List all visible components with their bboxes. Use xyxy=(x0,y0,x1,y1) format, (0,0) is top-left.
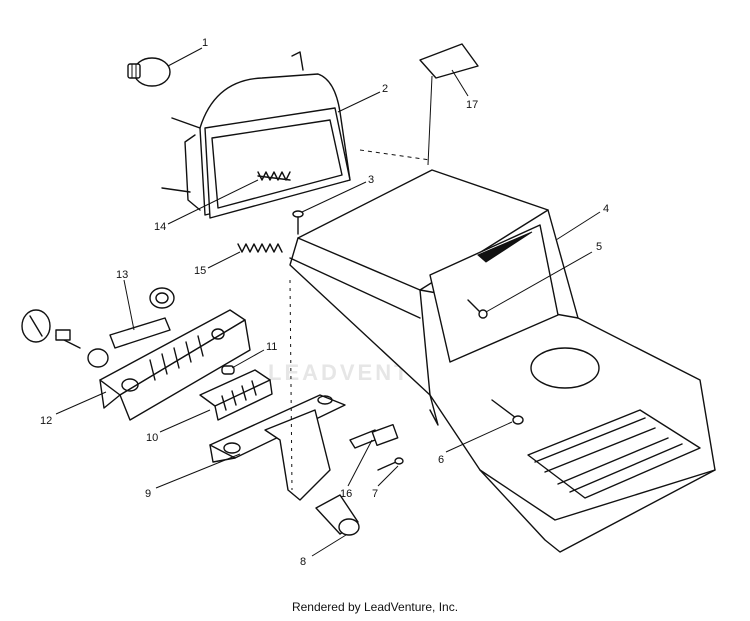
part-11-clip xyxy=(221,365,235,375)
callout-6: 6 xyxy=(438,454,444,466)
part-16-toggle xyxy=(349,423,399,449)
part-14-spring xyxy=(257,171,291,181)
callout-1: 1 xyxy=(202,37,208,49)
part-4-hood xyxy=(289,169,716,553)
footer-credit: Rendered by LeadVenture, Inc. xyxy=(291,600,459,614)
part-15-spring xyxy=(237,243,283,253)
part-1-bulb xyxy=(127,57,171,87)
grommet xyxy=(149,287,175,309)
part-9-bracket xyxy=(209,394,346,501)
part-8-socket xyxy=(315,494,360,536)
callout-17: 17 xyxy=(466,99,478,111)
callout-15: 15 xyxy=(194,265,206,277)
callout-9: 9 xyxy=(145,488,151,500)
part-12-dash-panel xyxy=(99,309,251,421)
callout-11: 11 xyxy=(266,341,277,353)
callout-5: 5 xyxy=(596,241,602,253)
callout-12: 12 xyxy=(40,415,52,427)
key-switch xyxy=(21,309,109,368)
callout-10: 10 xyxy=(146,432,158,444)
callout-14: 14 xyxy=(154,221,166,233)
part-3-screw xyxy=(292,210,304,235)
callout-4: 4 xyxy=(603,203,609,215)
callout-16: 16 xyxy=(340,488,352,500)
callout-7: 7 xyxy=(372,488,378,500)
callout-13: 13 xyxy=(116,269,128,281)
callouts: 1 2 3 4 5 6 7 8 9 10 11 12 13 14 15 16 1… xyxy=(40,37,609,568)
part-13-plate xyxy=(109,317,171,349)
leader-lines xyxy=(55,47,601,557)
part-17-decal xyxy=(419,43,479,79)
part-10-switch-block xyxy=(199,369,273,421)
part-7-screw xyxy=(377,457,404,471)
callout-8: 8 xyxy=(300,556,306,568)
part-6-bolt xyxy=(491,399,524,425)
part-5-screw xyxy=(467,299,488,319)
callout-3: 3 xyxy=(368,174,374,186)
callout-2: 2 xyxy=(382,83,388,95)
part-2-headlight-housing xyxy=(161,51,351,219)
